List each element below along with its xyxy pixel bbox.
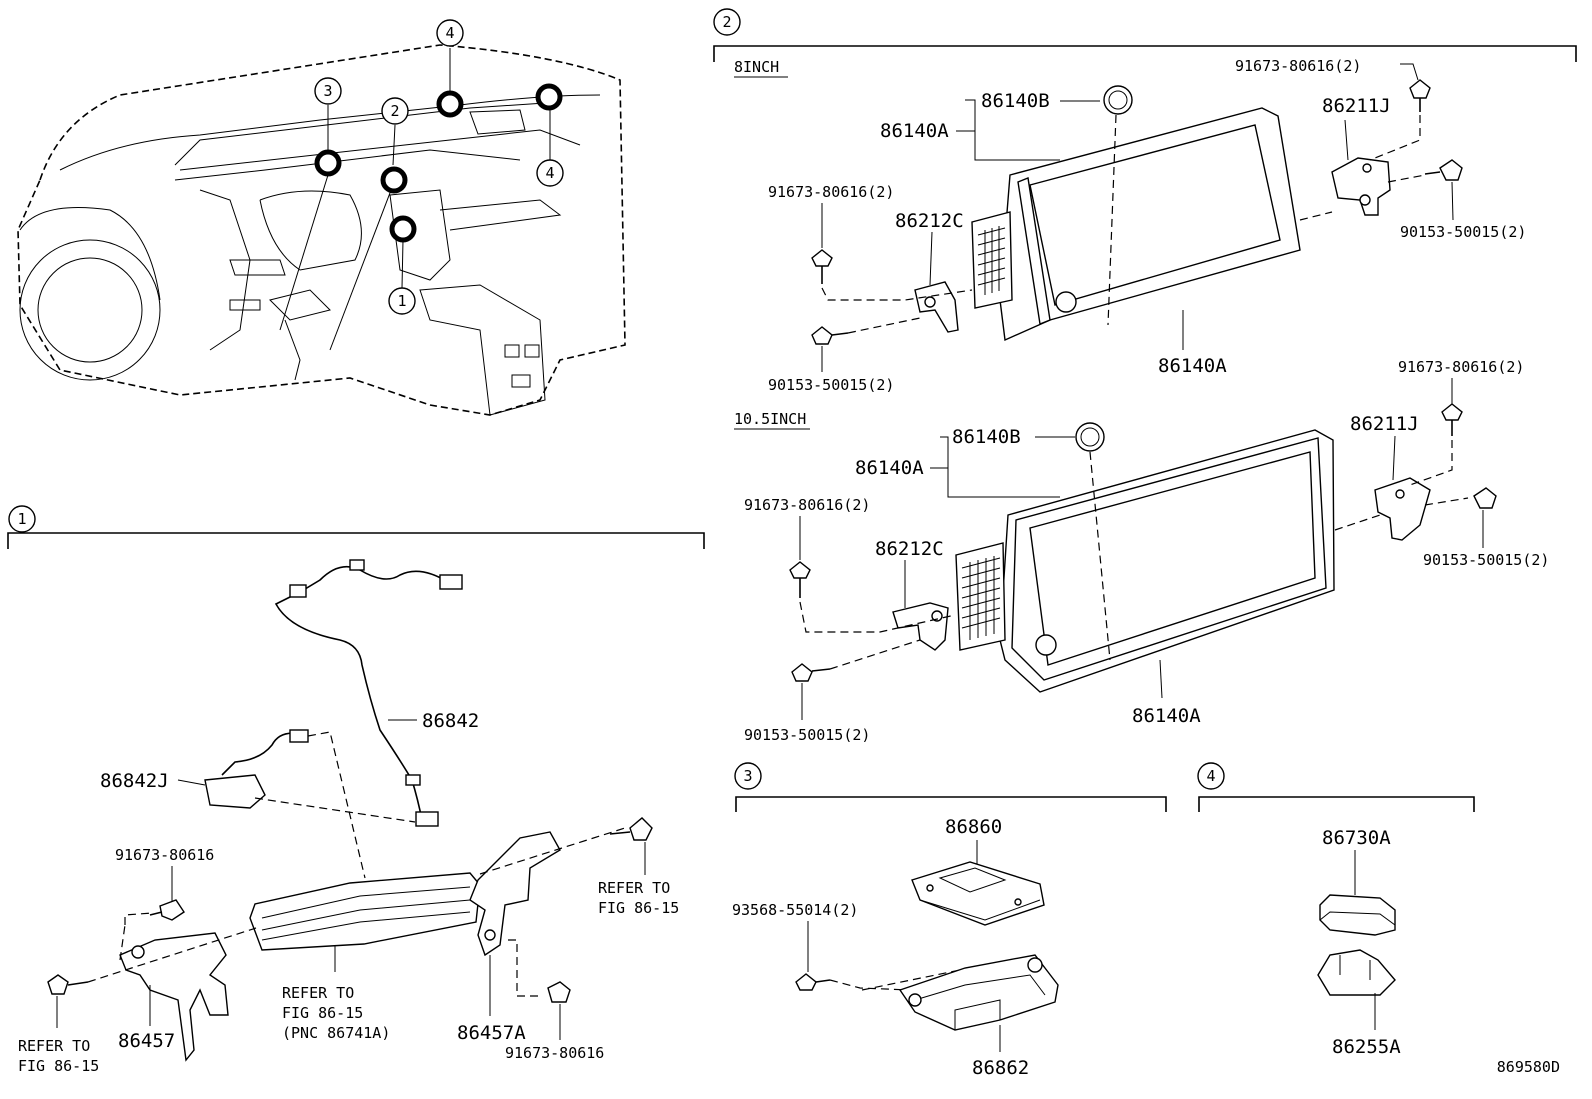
label-86140a-8-top: 86140A	[880, 120, 949, 142]
label-screw-r-8: 90153-50015(2)	[1400, 223, 1526, 241]
label-86140a-8-bottom: 86140A	[1158, 355, 1227, 377]
label-86140a-10-bottom: 86140A	[1132, 705, 1201, 727]
label-86140b-8: 86140B	[981, 90, 1050, 112]
label-86212c-10: 86212C	[875, 538, 944, 560]
label-bolt-l-8: 91673-80616(2)	[768, 183, 894, 201]
label-screw-93568: 93568-55014(2)	[732, 901, 858, 919]
refer-mid-3: (PNC 86741A)	[282, 1024, 390, 1042]
label-screw-r-10: 90153-50015(2)	[1423, 551, 1549, 569]
vent-grid-10	[961, 556, 1001, 640]
label-screw-l-10: 90153-50015(2)	[744, 726, 870, 744]
section-1-number: 1	[17, 510, 26, 528]
section-3-number: 3	[743, 767, 752, 785]
title-10inch: 10.5INCH	[734, 410, 806, 428]
section-3: 3 86860 93568-55014(2) 86862	[732, 762, 1167, 1079]
label-86457: 86457	[118, 1030, 175, 1052]
label-91673-b: 91673-80616	[505, 1044, 604, 1062]
dashboard-overview: 4 3 2 4 1	[17, 19, 626, 416]
overview-callout-4a: 4	[445, 24, 454, 42]
refer-right-1: REFER TO	[598, 879, 670, 897]
overview-callout-2: 2	[390, 102, 399, 120]
overview-callout-4b: 4	[545, 164, 554, 182]
refer-mid-2: FIG 86-15	[282, 1004, 363, 1022]
label-91673-a: 91673-80616	[115, 846, 214, 864]
label-86457a: 86457A	[457, 1022, 526, 1044]
label-86842j: 86842J	[100, 770, 169, 792]
title-8inch: 8INCH	[734, 58, 779, 76]
diagram-id: 869580D	[1497, 1058, 1560, 1076]
section-4-number: 4	[1206, 767, 1215, 785]
label-screw-l-8: 90153-50015(2)	[768, 376, 894, 394]
label-bolt-l-10: 91673-80616(2)	[744, 496, 870, 514]
refer-right-2: FIG 86-15	[598, 899, 679, 917]
refer-left-2: FIG 86-15	[18, 1057, 99, 1075]
refer-left-1: REFER TO	[18, 1037, 90, 1055]
refer-mid-1: REFER TO	[282, 984, 354, 1002]
label-86211j-8: 86211J	[1322, 95, 1391, 117]
label-bolt-tr-10: 91673-80616(2)	[1398, 358, 1524, 376]
overview-callout-3: 3	[323, 82, 332, 100]
section-4: 4 86730A 86255A	[1197, 762, 1475, 1058]
label-86140b-10: 86140B	[952, 426, 1021, 448]
label-bolt-tr-8: 91673-80616(2)	[1235, 57, 1361, 75]
overview-callout-1: 1	[397, 292, 406, 310]
label-86255a: 86255A	[1332, 1036, 1401, 1058]
label-86212c-8: 86212C	[895, 210, 964, 232]
section-2-number: 2	[722, 13, 731, 31]
section-1: 1 86842 86842J REFER TO FIG 86-15 (PNC 8…	[7, 505, 705, 1075]
label-86730a: 86730A	[1322, 827, 1391, 849]
label-86860: 86860	[945, 816, 1002, 838]
label-86140a-10-top: 86140A	[855, 457, 924, 479]
vent-grid-8	[977, 226, 1006, 295]
label-86862: 86862	[972, 1057, 1029, 1079]
label-86211j-10: 86211J	[1350, 413, 1419, 435]
section-2: 2 8INCH 86140B 86140A 86140A 86212C 9167…	[713, 8, 1577, 744]
label-86842: 86842	[422, 710, 479, 732]
